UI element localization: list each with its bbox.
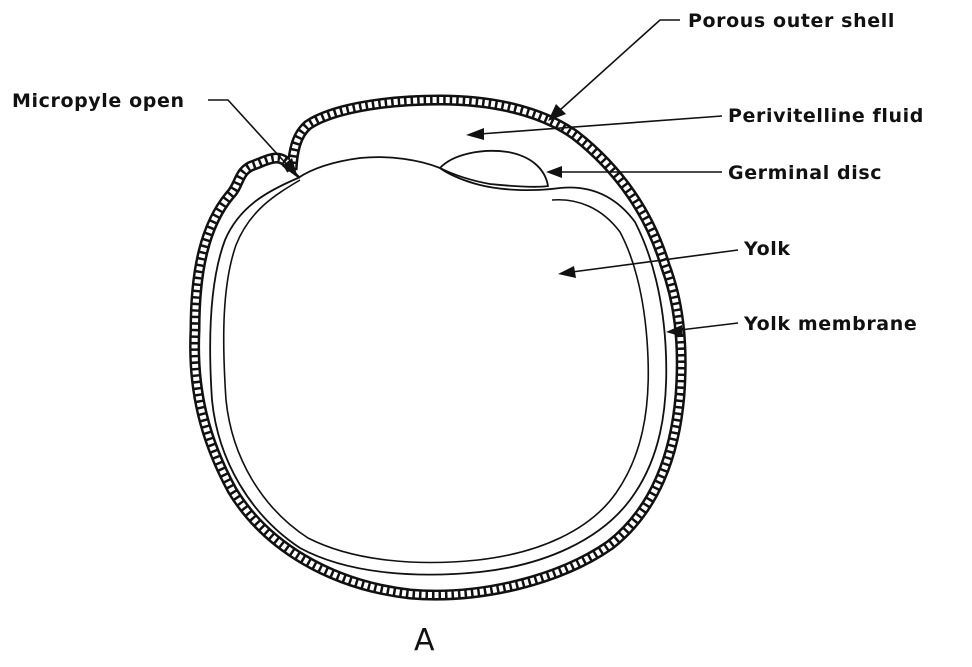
figure-letter: A [414, 623, 435, 658]
label-yolk-membrane: Yolk membrane [743, 313, 917, 335]
label-perivitelline-fluid: Perivitelline fluid [728, 105, 924, 127]
yolk-membrane [210, 157, 666, 574]
label-porous-outer-shell: Porous outer shell [688, 10, 895, 32]
label-micropyle-open: Micropyle open [12, 90, 185, 112]
label-germinal-disc: Germinal disc [728, 162, 882, 184]
label-yolk: Yolk [743, 238, 791, 260]
